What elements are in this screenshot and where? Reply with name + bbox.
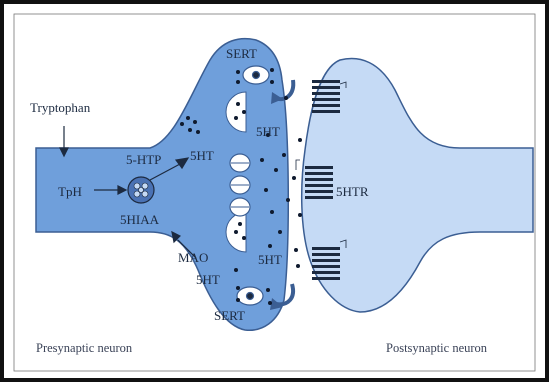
sert-transporter-top bbox=[243, 66, 269, 84]
label-5hiaa: 5HIAA bbox=[120, 212, 160, 227]
label-sert-top: SERT bbox=[226, 46, 257, 61]
sert-transporter-bottom bbox=[237, 287, 263, 305]
label-5ht-vesicle: 5HT bbox=[190, 148, 214, 163]
label-tph: TpH bbox=[58, 184, 82, 199]
label-5ht-cleft-bottom: 5HT bbox=[258, 252, 282, 267]
tph-granule bbox=[128, 177, 154, 203]
label-sert-bottom: SERT bbox=[214, 308, 245, 323]
label-5ht-cleft-top: 5HT bbox=[256, 124, 280, 139]
label-postsynaptic-neuron: Postsynaptic neuron bbox=[386, 341, 488, 355]
label-mao: MAO bbox=[178, 250, 208, 265]
label-5htp: 5-HTP bbox=[126, 152, 161, 167]
label-presynaptic-neuron: Presynaptic neuron bbox=[36, 341, 133, 355]
label-5htr: 5HTR bbox=[336, 184, 369, 199]
label-tryptophan: Tryptophan bbox=[30, 100, 91, 115]
label-5ht-lower: 5HT bbox=[196, 272, 220, 287]
